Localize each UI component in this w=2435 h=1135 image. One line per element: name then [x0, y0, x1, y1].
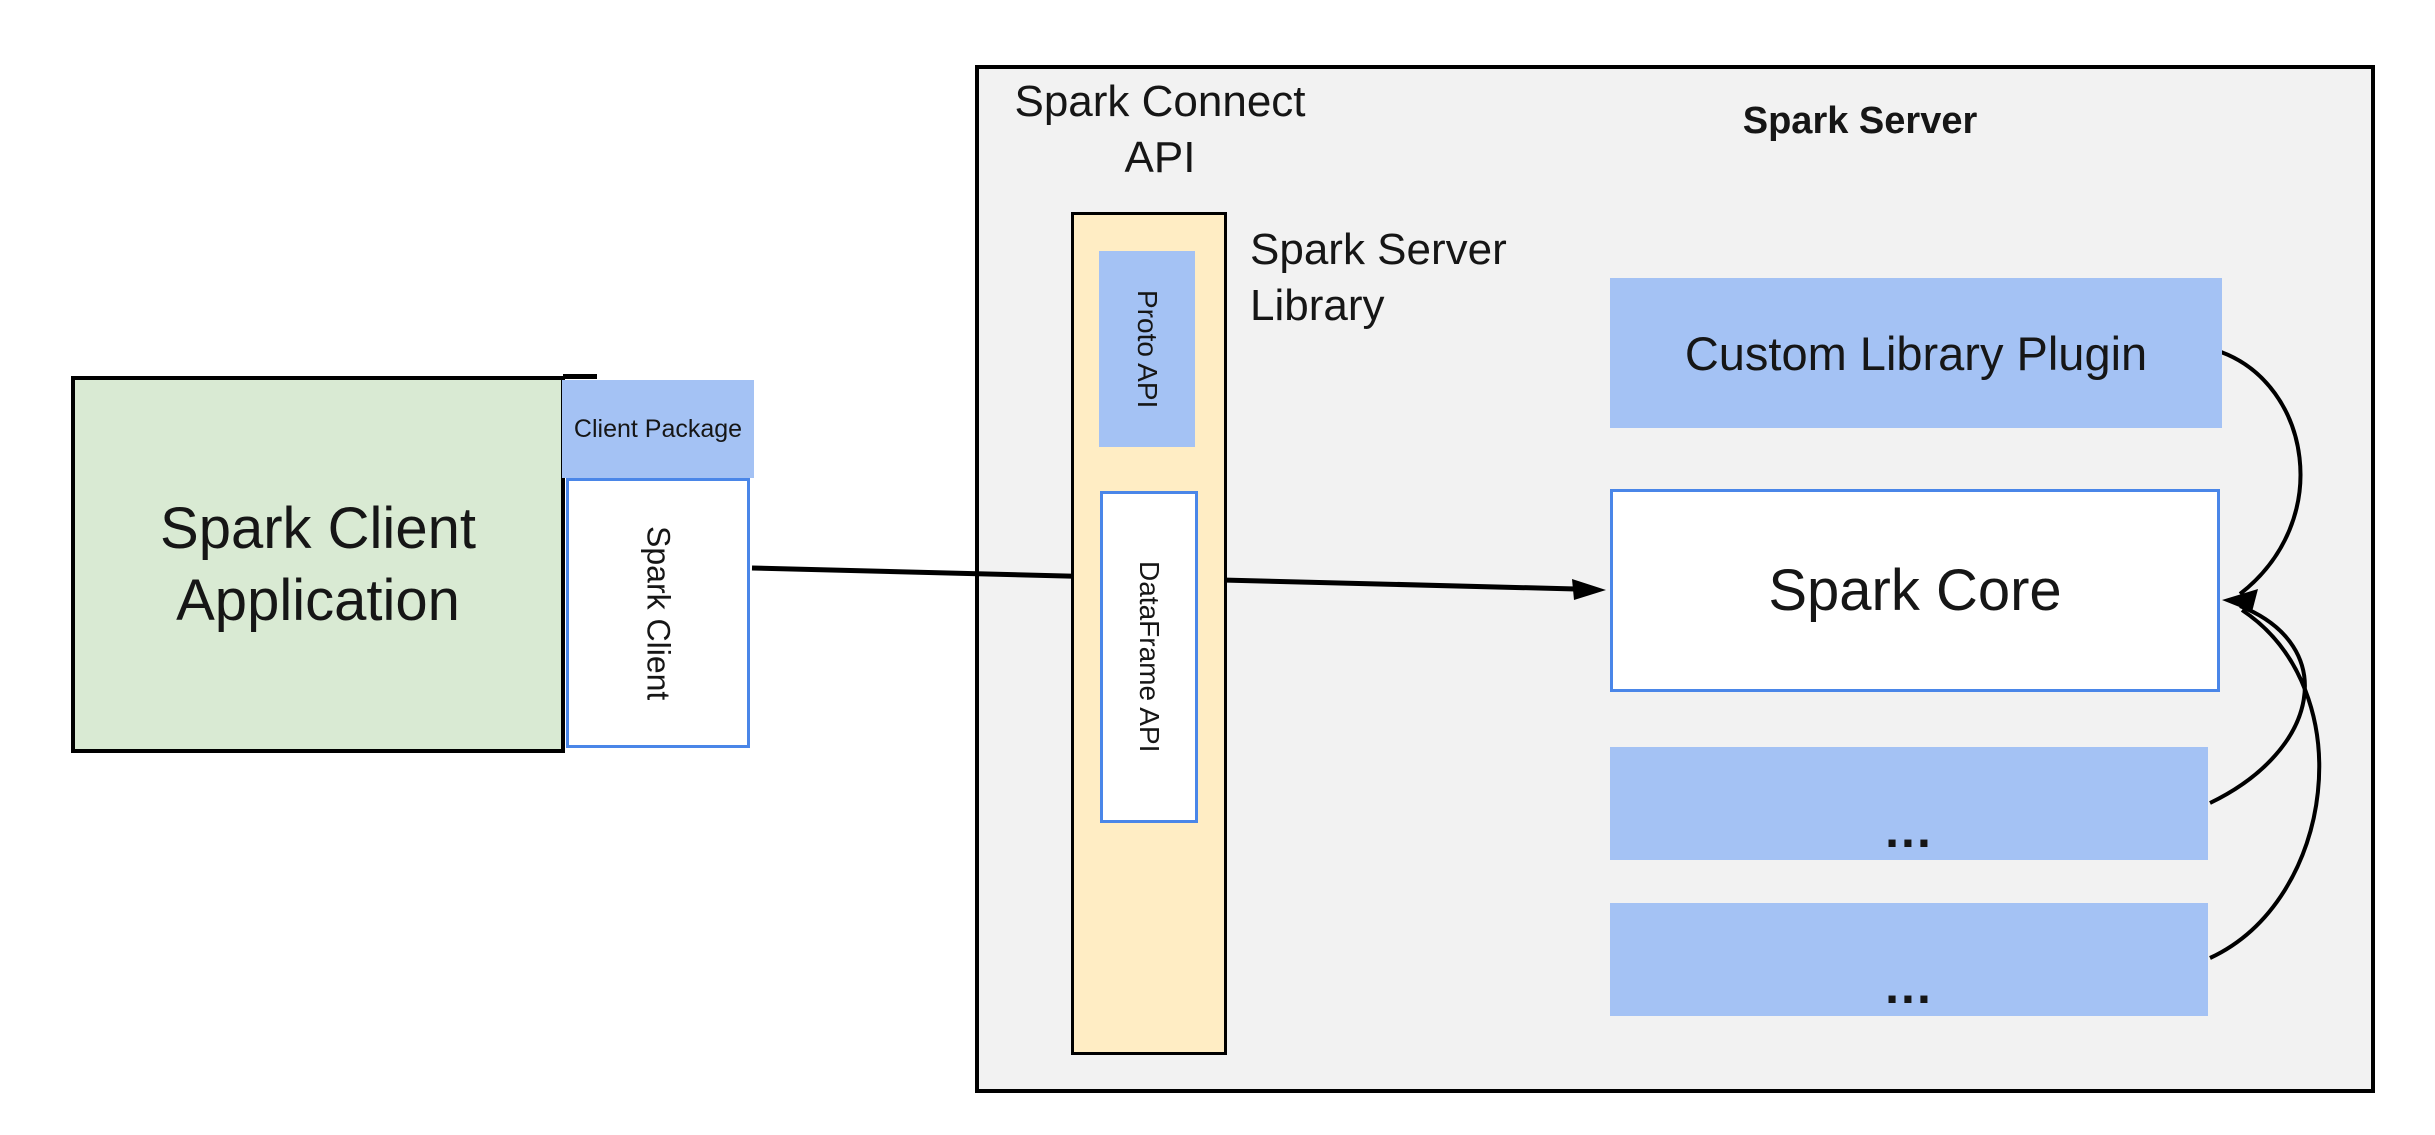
green-box-border-stub: [563, 374, 597, 379]
proto-api-label: Proto API: [1132, 289, 1163, 409]
spark-client-box: Spark Client: [566, 478, 750, 748]
client-package-box: Client Package: [562, 380, 754, 478]
server-module-1-label: ...: [1885, 802, 1933, 858]
spark-core-box: Spark Core: [1610, 489, 2220, 692]
custom-library-plugin-box: Custom Library Plugin: [1610, 278, 2222, 428]
server-module-box-1: ...: [1610, 747, 2208, 860]
dataframe-api-box: DataFrame API: [1100, 491, 1198, 823]
spark-server-title: Spark Server: [1742, 100, 1978, 142]
spark-client-label: Spark Client: [640, 525, 677, 701]
client-package-label: Client Package: [573, 414, 743, 443]
spark-connect-api-label: Spark Connect API: [1014, 77, 1306, 182]
proto-api-box: Proto API: [1099, 251, 1195, 447]
spark-client-application-label: Spark Client Application: [160, 495, 476, 633]
spark-server-library-label: Spark Server Library: [1250, 225, 1507, 330]
spark-core-label: Spark Core: [1768, 558, 2062, 623]
server-module-box-2: ...: [1610, 903, 2208, 1016]
spark-client-application-box: Spark Client Application: [71, 376, 565, 753]
server-module-2-label: ...: [1885, 958, 1933, 1014]
custom-library-plugin-label: Custom Library Plugin: [1684, 326, 2148, 380]
dataframe-api-label: DataFrame API: [1134, 561, 1165, 753]
